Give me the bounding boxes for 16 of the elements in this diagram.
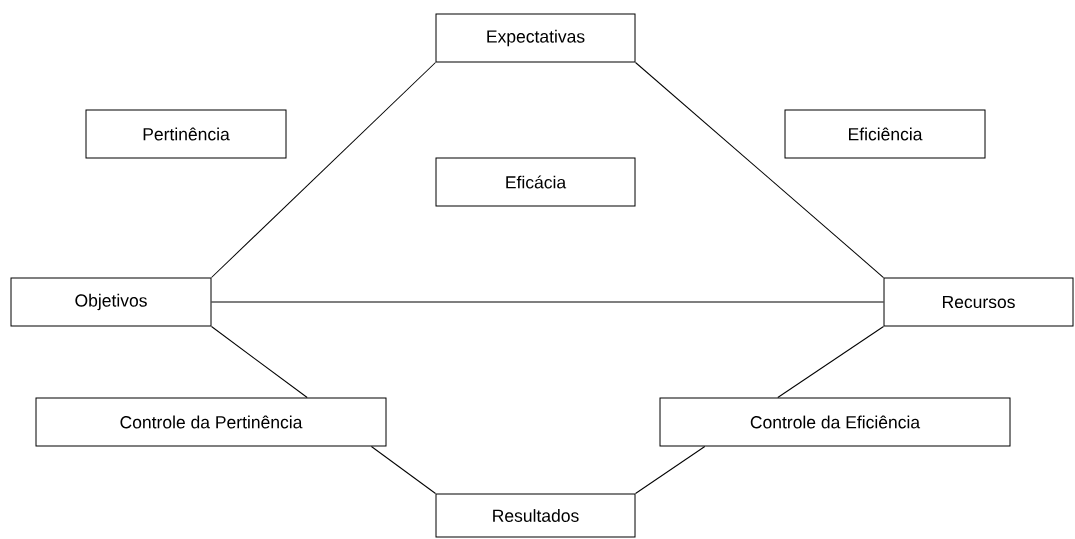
label-box: Expectativas: [435, 13, 636, 63]
label-box: Recursos: [883, 277, 1074, 327]
connector-line: [370, 446, 436, 494]
label-box: Resultados: [435, 493, 636, 538]
label-box: Pertinência: [85, 109, 287, 159]
connector-line: [635, 446, 706, 494]
label-box: Eficiência: [784, 109, 986, 159]
connector-line: [211, 326, 308, 398]
connector-line: [211, 301, 884, 303]
label-box: Eficácia: [435, 157, 636, 207]
label-box: Controle da Pertinência: [35, 397, 387, 447]
connector-line: [211, 62, 436, 278]
connector-line: [635, 62, 884, 278]
label-box: Controle da Eficiência: [659, 397, 1011, 447]
connector-line: [777, 326, 884, 398]
label-box: Objetivos: [10, 277, 212, 327]
